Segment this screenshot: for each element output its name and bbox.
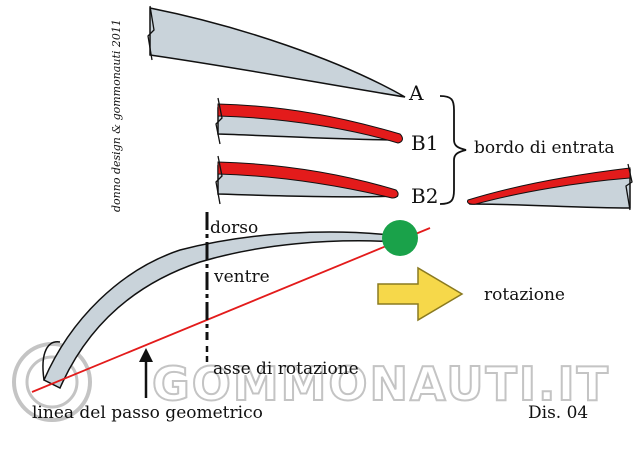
blade-section-a <box>147 5 406 98</box>
label-a: A <box>408 81 424 105</box>
label-b1: B1 <box>411 131 438 155</box>
label-linea-passo: linea del passo geometrico <box>32 403 263 423</box>
leading-edge-detail <box>467 163 633 211</box>
label-ventre: ventre <box>213 267 270 287</box>
label-rotazione: rotazione <box>484 285 565 305</box>
blade-section-b1 <box>215 97 403 145</box>
label-b2: B2 <box>411 184 438 208</box>
label-bordo-di-entrata: bordo di entrata <box>474 138 615 158</box>
label-dorso: dorso <box>210 218 258 238</box>
leading-edge-b1 <box>217 103 403 144</box>
up-arrow-icon <box>139 348 153 398</box>
pitch-line <box>31 227 431 393</box>
hub-dot <box>382 220 418 256</box>
watermark-logo-icon <box>12 342 92 422</box>
rotation-arrow-icon <box>377 266 464 322</box>
grouping-brace <box>439 95 467 205</box>
watermark-text: GOMMONAUTI.IT <box>152 357 610 411</box>
label-dis: Dis. 04 <box>528 403 588 423</box>
label-asse: asse di rotazione <box>213 359 359 379</box>
leading-edge-b2 <box>217 161 399 199</box>
blade-section-b2 <box>215 155 399 205</box>
credit-text: donno design & gommonauti 2011 <box>110 19 123 212</box>
